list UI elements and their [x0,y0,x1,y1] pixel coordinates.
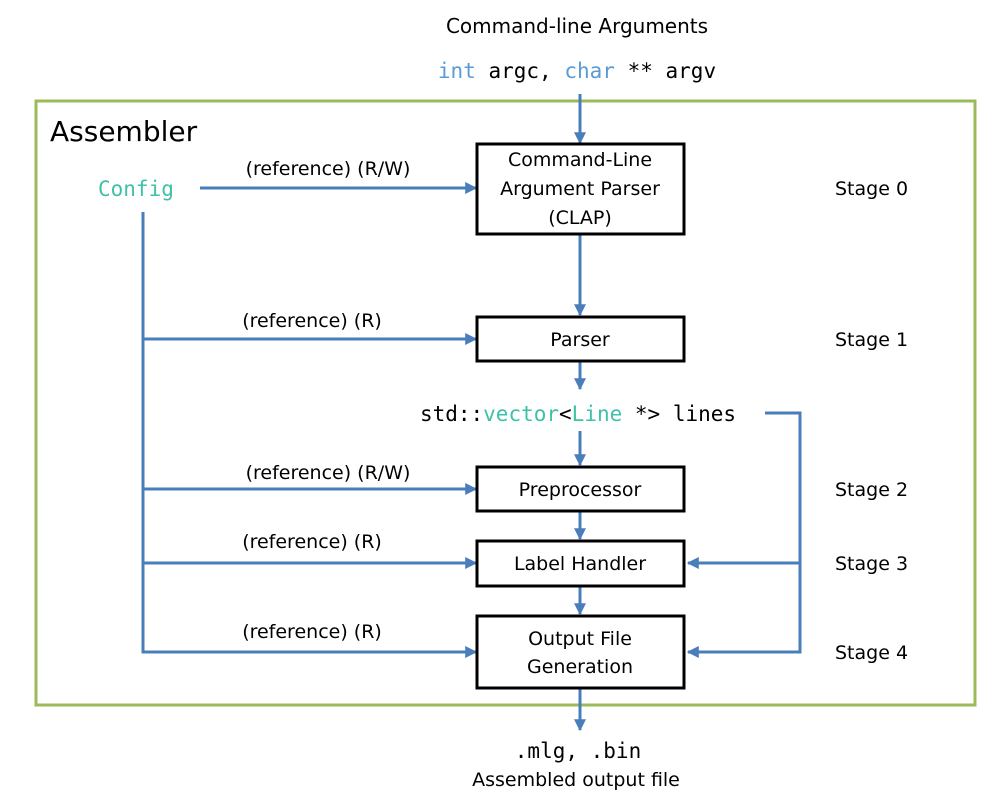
stage-0-label: Stage 0 [835,178,908,200]
config-label: Config [98,177,174,201]
config-vertical-bus [141,212,478,658]
stage-4-label: Stage 4 [835,642,908,664]
input-code: int argc, char ** argv [438,59,716,83]
clap-label-line1: Command-Line [508,149,652,171]
stage-3-label: Stage 3 [835,553,908,575]
label-handler-label: Label Handler [514,553,646,575]
output-generation-line2: Generation [527,656,633,678]
stage-1-label: Stage 1 [835,329,908,351]
lines-bus [686,411,802,658]
vector-lines-label: std::vector<Line *> lines [420,402,736,426]
preprocessor-block [475,465,686,513]
input-caption: Command-line Arguments [446,14,708,38]
preprocessor-label: Preprocessor [519,479,642,501]
edge-label-label-handler: (reference) (R) [242,531,382,553]
edge-label-preprocessor: (reference) (R/W) [246,462,411,484]
clap-block [475,142,686,236]
edge-label-parser: (reference) (R) [242,310,382,332]
parser-label: Parser [550,329,610,351]
label-handler-block [475,539,686,588]
clap-label-line2: Argument Parser [500,178,660,200]
edge-label-clap: (reference) (R/W) [246,158,411,180]
output-file-caption: Assembled output file [472,769,680,791]
assembler-frame [34,99,977,707]
output-generation-line1: Output File [528,628,632,650]
output-generation-block [475,614,686,690]
clap-label-line3: (CLAP) [548,207,612,229]
assembler-title: Assembler [50,115,198,148]
output-file-code: .mlg, .bin [515,739,641,763]
parser-block [475,315,686,363]
stage-2-label: Stage 2 [835,479,908,501]
edge-label-output: (reference) (R) [242,621,382,643]
